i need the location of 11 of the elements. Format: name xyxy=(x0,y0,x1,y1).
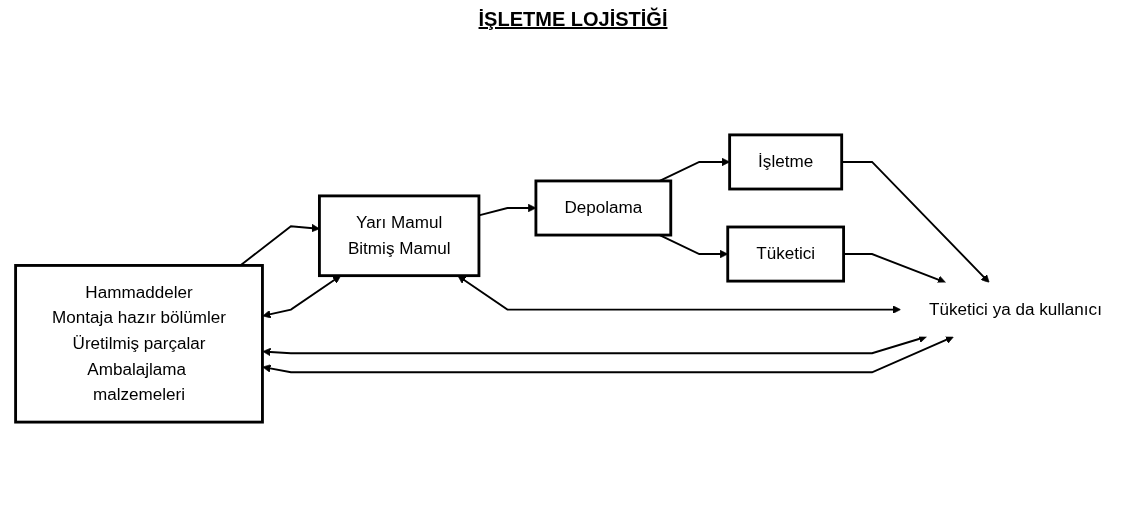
node-box: İşletme xyxy=(728,133,844,191)
arrow xyxy=(262,334,927,357)
arrow xyxy=(262,335,954,374)
diagram-title: İŞLETME LOJİSTİĞİ xyxy=(478,8,668,31)
node-box: Yarı Mamul Bitmiş Mamul xyxy=(318,194,481,278)
arrow xyxy=(457,275,901,314)
node-box: Depolama xyxy=(534,179,673,237)
node-text: Tüketici ya da kullanıcı xyxy=(929,299,1102,319)
node-box: Hammaddeler Montaja hazır bölümler Üretilmiş parçalar Ambalajlama malzemeleri xyxy=(14,264,264,424)
arrow xyxy=(262,275,342,319)
node-box: Tüketici xyxy=(726,225,845,283)
